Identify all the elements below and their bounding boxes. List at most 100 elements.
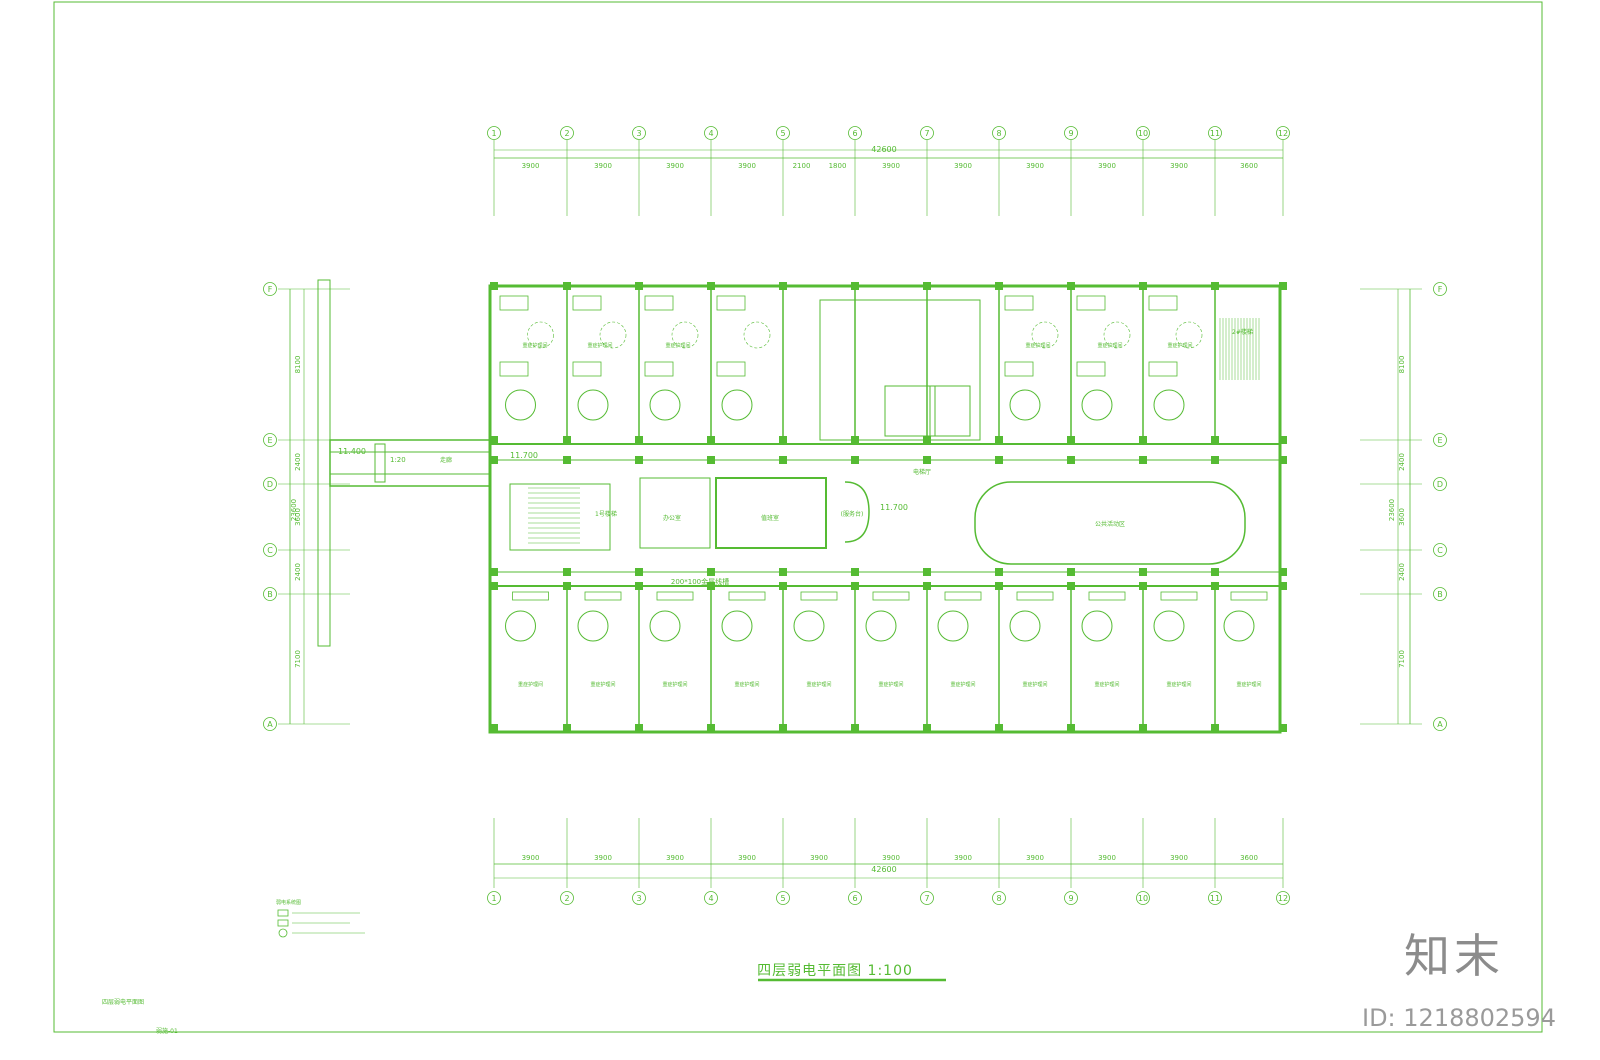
bottom-span-label: 3900 bbox=[810, 854, 828, 862]
right-span-label: 8100 bbox=[1398, 356, 1406, 374]
bed-bottom bbox=[716, 361, 746, 377]
top-axis-label: 7 bbox=[924, 129, 929, 138]
right-span-label: 2400 bbox=[1398, 563, 1406, 581]
column bbox=[923, 724, 931, 732]
ward-label-bottom: 重症护理间 bbox=[734, 681, 759, 688]
bed-bottom bbox=[1148, 361, 1178, 377]
bridge-scale: 1:20 bbox=[390, 456, 406, 464]
room-labels: 重症护理间重症护理间重症护理间重症护理间重症护理间重症护理间重症护理间重症护理间… bbox=[518, 342, 1262, 688]
top-axis-label: 2 bbox=[564, 129, 569, 138]
left-axis-label: B bbox=[267, 590, 273, 599]
top-span-label: 3900 bbox=[1170, 162, 1188, 170]
legend: 弱电系统图 bbox=[276, 899, 365, 938]
column bbox=[490, 282, 498, 290]
left-axis-label: C bbox=[267, 546, 273, 555]
top-axis-bubble bbox=[848, 126, 862, 140]
sheet-caption: 四层弱电平面图 bbox=[102, 998, 144, 1006]
elevator-label: 电梯厅 bbox=[913, 468, 931, 476]
column bbox=[490, 436, 498, 444]
top-span-label: 3600 bbox=[1240, 162, 1258, 170]
column bbox=[1279, 582, 1287, 590]
fixture-circle bbox=[1009, 389, 1041, 421]
bottom-axis-label: 4 bbox=[708, 894, 713, 903]
elevation-bridge: 11.400 bbox=[338, 447, 366, 456]
bottom-axis-bubble bbox=[992, 891, 1006, 905]
elevation-corridor: 11.700 bbox=[510, 451, 538, 460]
column bbox=[707, 436, 715, 444]
structural-columns bbox=[490, 282, 1287, 732]
left-axis-label: D bbox=[267, 480, 273, 489]
column bbox=[1279, 436, 1287, 444]
bottom-span-label: 3900 bbox=[738, 854, 756, 862]
top-axis-bubble bbox=[1208, 126, 1222, 140]
connecting-bridge bbox=[317, 279, 491, 647]
sink bbox=[512, 591, 549, 601]
detector-circle bbox=[599, 321, 627, 349]
bed-bottom bbox=[1004, 361, 1034, 377]
column bbox=[1067, 724, 1075, 732]
column bbox=[1279, 282, 1287, 290]
right-overall-label: 23600 bbox=[1388, 499, 1396, 521]
top-axis-bubble bbox=[487, 126, 501, 140]
overall-dimension-top: 42600 bbox=[871, 145, 896, 154]
column bbox=[1279, 724, 1287, 732]
detector-circle bbox=[1103, 321, 1131, 349]
nurse-station-label: (服务台) bbox=[841, 510, 864, 518]
column bbox=[563, 582, 571, 590]
ward-label-top: 重症护理间 bbox=[522, 342, 547, 349]
bottom-span-label: 3900 bbox=[1170, 854, 1188, 862]
left-span-label: 7100 bbox=[294, 650, 302, 668]
top-span-label: 1800 bbox=[829, 162, 847, 170]
ward-label-bottom: 重症护理间 bbox=[1166, 681, 1191, 688]
top-span-label: 3900 bbox=[738, 162, 756, 170]
column bbox=[1139, 568, 1147, 576]
right-axis-bubble bbox=[1433, 477, 1447, 491]
sheet-number: 弱施-01 bbox=[156, 1027, 178, 1035]
right-axis-bubble bbox=[1433, 717, 1447, 731]
column bbox=[779, 568, 787, 576]
column bbox=[1211, 282, 1219, 290]
bottom-axis-bubble bbox=[1208, 891, 1222, 905]
column bbox=[1211, 456, 1219, 464]
ward-label-top: 重症护理间 bbox=[1025, 342, 1050, 349]
column bbox=[995, 724, 1003, 732]
bottom-axis-bubble bbox=[487, 891, 501, 905]
bottom-span-label: 3900 bbox=[666, 854, 684, 862]
top-axis-bubble bbox=[1276, 126, 1290, 140]
bottom-axis-bubble bbox=[560, 891, 574, 905]
bottom-axis-bubble bbox=[632, 891, 646, 905]
column bbox=[1067, 436, 1075, 444]
bottom-span-label: 3900 bbox=[1098, 854, 1116, 862]
top-axis-label: 3 bbox=[636, 129, 641, 138]
right-axis-bubble bbox=[1433, 282, 1447, 296]
ward-label-top: 重症护理间 bbox=[1097, 342, 1122, 349]
column bbox=[1211, 582, 1219, 590]
bed-bottom bbox=[499, 361, 529, 377]
brand-id: ID: 1218802594 bbox=[1362, 1004, 1556, 1032]
detector-circle bbox=[527, 321, 554, 349]
column bbox=[707, 568, 715, 576]
column bbox=[1211, 436, 1219, 444]
overall-dimension-bottom: 42600 bbox=[871, 865, 896, 874]
column bbox=[851, 582, 859, 590]
stair2-label: 2#楼梯 bbox=[1232, 328, 1253, 336]
bottom-axis-label: 8 bbox=[996, 894, 1001, 903]
column bbox=[1067, 582, 1075, 590]
column bbox=[923, 282, 931, 290]
column bbox=[923, 456, 931, 464]
column bbox=[923, 568, 931, 576]
right-span-label: 2400 bbox=[1398, 453, 1406, 471]
bottom-axis-label: 1 bbox=[491, 894, 496, 903]
bed-top bbox=[716, 295, 746, 311]
ward-label-bottom: 重症护理间 bbox=[662, 681, 687, 688]
bottom-axis-bubble bbox=[1276, 891, 1290, 905]
column bbox=[490, 724, 498, 732]
right-span-label: 7100 bbox=[1398, 650, 1406, 668]
column bbox=[707, 724, 715, 732]
top-axis-label: 1 bbox=[491, 129, 496, 138]
fixture-circle bbox=[505, 610, 536, 642]
fixture-circle bbox=[865, 610, 897, 642]
